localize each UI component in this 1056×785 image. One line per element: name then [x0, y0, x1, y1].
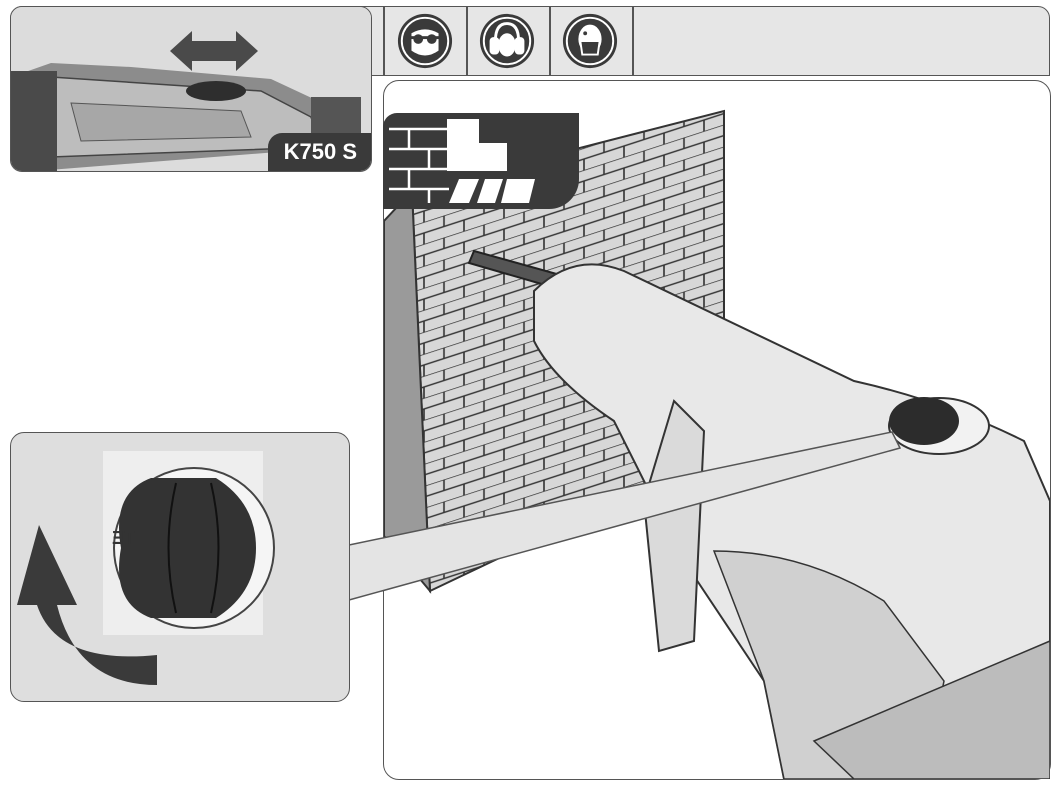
- ear-protection-icon: [479, 13, 535, 69]
- rotate-left-arrow-icon: [17, 525, 157, 685]
- model-label: K750 S: [267, 133, 371, 171]
- separator: [632, 6, 634, 76]
- tool-thumbnail: K750 S: [10, 6, 372, 172]
- switch-logo: ƎT: [112, 528, 136, 548]
- dust-mask-icon: [562, 13, 618, 69]
- double-arrow-icon: [170, 31, 258, 71]
- hammer-handle: [812, 640, 1050, 779]
- separator: [466, 6, 468, 76]
- chiselling-brick-wall-icon: [389, 119, 535, 203]
- separator: [549, 6, 551, 76]
- drilling-scene-illustration: [384, 109, 1050, 779]
- switch-detail-illustration: [103, 451, 275, 635]
- switch-detail-inset: ƎT: [10, 432, 350, 702]
- mode-symbol-badge: [383, 113, 579, 209]
- mode-switch-knob: [889, 397, 959, 445]
- separator: [383, 6, 385, 76]
- safety-glasses-icon: [397, 13, 453, 69]
